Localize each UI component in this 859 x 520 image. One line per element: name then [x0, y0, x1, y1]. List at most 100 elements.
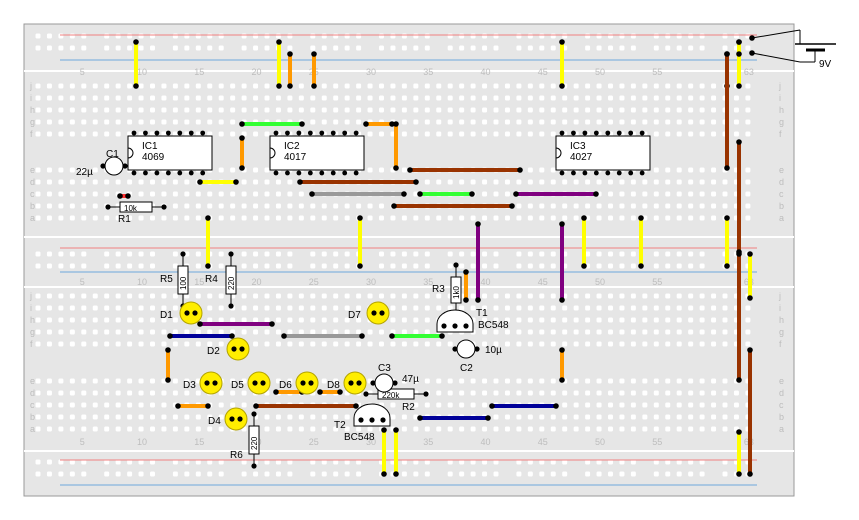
- hole: [264, 329, 270, 335]
- wire-end: [393, 427, 399, 433]
- hole: [665, 317, 671, 323]
- hole: [665, 378, 671, 384]
- hole: [264, 167, 270, 173]
- hole: [172, 390, 178, 396]
- led-label: D5: [231, 380, 244, 391]
- hole: [459, 305, 465, 311]
- hole: [264, 341, 270, 347]
- hole: [195, 293, 201, 299]
- hole: [58, 378, 64, 384]
- hole: [195, 471, 201, 477]
- hole: [699, 167, 705, 173]
- hole: [104, 390, 110, 396]
- hole: [150, 378, 155, 384]
- hole: [172, 83, 178, 89]
- hole: [504, 215, 510, 221]
- hole: [482, 119, 488, 125]
- ic-pin: [593, 170, 599, 176]
- hole: [608, 426, 613, 432]
- hole: [58, 293, 64, 299]
- hole: [516, 317, 522, 323]
- hole: [745, 215, 751, 221]
- hole: [699, 191, 705, 197]
- hole: [436, 107, 442, 113]
- hole: [287, 471, 293, 477]
- hole: [665, 305, 671, 311]
- resistor-ref: R6: [230, 450, 243, 461]
- battery-terminal: [736, 51, 742, 57]
- hole: [676, 263, 682, 269]
- hole: [264, 83, 270, 89]
- hole: [642, 203, 648, 209]
- hole: [482, 179, 488, 185]
- hole: [630, 402, 636, 408]
- hole: [711, 83, 717, 89]
- row-letter: d: [779, 388, 784, 398]
- hole: [58, 215, 64, 221]
- hole: [253, 167, 259, 173]
- hole: [482, 131, 488, 137]
- hole: [275, 378, 281, 384]
- hole: [665, 95, 671, 101]
- hole: [493, 33, 499, 39]
- row-letter: c: [779, 400, 784, 410]
- hole: [447, 305, 453, 311]
- hole: [287, 33, 293, 39]
- hole: [401, 459, 407, 465]
- capacitor-body: [374, 373, 394, 393]
- hole: [424, 179, 430, 185]
- hole: [504, 305, 510, 311]
- hole: [459, 107, 465, 113]
- hole: [69, 179, 75, 185]
- resistor-ref: R5: [160, 274, 173, 285]
- hole: [573, 329, 579, 335]
- hole: [562, 203, 568, 209]
- hole: [138, 471, 144, 477]
- hole: [264, 305, 270, 311]
- hole: [665, 191, 671, 197]
- hole: [676, 179, 682, 185]
- hole: [390, 341, 396, 347]
- hole: [676, 95, 682, 101]
- hole: [642, 414, 648, 420]
- hole: [608, 305, 613, 311]
- hole: [207, 203, 213, 209]
- ic-pin: [605, 130, 611, 136]
- hole: [207, 341, 213, 347]
- column-number: 10: [137, 277, 147, 287]
- hole: [218, 402, 224, 408]
- ic-pin: [593, 130, 599, 136]
- hole: [230, 215, 236, 221]
- hole: [115, 402, 121, 408]
- hole: [35, 390, 41, 396]
- hole: [688, 390, 694, 396]
- hole: [184, 390, 190, 396]
- resistor-body: [377, 388, 415, 400]
- wire-end: [229, 333, 235, 339]
- column-number: 15: [194, 277, 204, 287]
- hole: [665, 414, 671, 420]
- hole: [516, 45, 522, 51]
- hole: [92, 179, 98, 185]
- hole: [711, 167, 717, 173]
- hole: [390, 293, 396, 299]
- hole: [585, 293, 591, 299]
- hole: [470, 402, 476, 408]
- hole: [207, 305, 213, 311]
- hole: [356, 317, 362, 323]
- hole: [69, 167, 75, 173]
- hole: [562, 95, 568, 101]
- hole: [264, 203, 270, 209]
- hole: [550, 378, 556, 384]
- hole: [688, 378, 694, 384]
- hole: [184, 341, 190, 347]
- hole: [562, 459, 568, 465]
- hole: [104, 341, 110, 347]
- hole: [596, 471, 602, 477]
- hole: [207, 414, 213, 420]
- hole: [287, 378, 293, 384]
- row-letter: b: [779, 412, 784, 422]
- wire-end: [413, 179, 419, 185]
- hole: [46, 471, 52, 477]
